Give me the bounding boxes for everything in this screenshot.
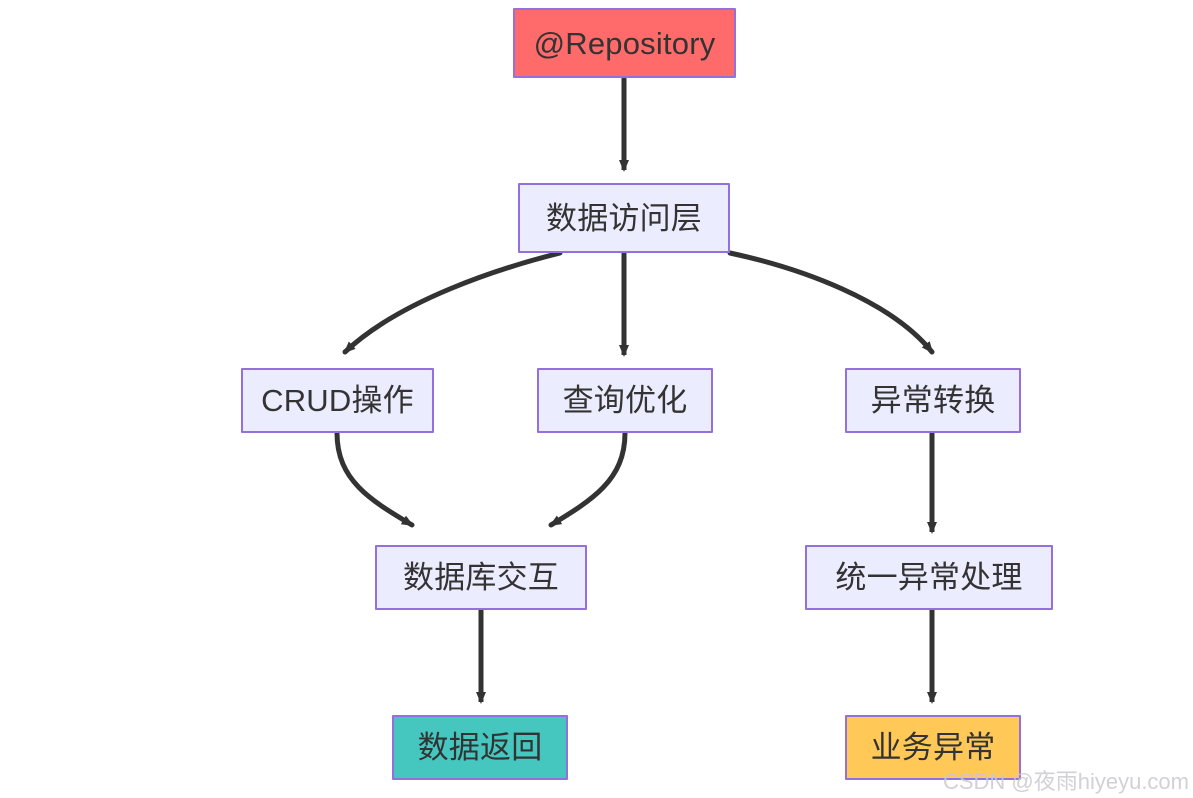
node-unified-exception-handling[interactable]: 统一异常处理: [805, 545, 1053, 610]
node-business-exception[interactable]: 业务异常: [845, 715, 1021, 780]
node-unified-exception-handling-label: 统一异常处理: [835, 560, 1023, 595]
node-business-exception-label: 业务异常: [870, 730, 996, 765]
edge-dal-to-crud: [342, 250, 563, 355]
node-repository-label: @Repository: [533, 25, 716, 61]
node-data-return-label: 数据返回: [417, 730, 543, 765]
node-data-access-layer[interactable]: 数据访问层: [518, 183, 730, 253]
node-data-return[interactable]: 数据返回: [392, 715, 568, 780]
node-database-interaction-label: 数据库交互: [403, 560, 559, 595]
node-crud-operations-label: CRUD操作: [261, 383, 414, 418]
edge-crud-to-db: [334, 430, 415, 528]
node-exception-translation-label: 异常转换: [870, 383, 996, 418]
node-repository[interactable]: @Repository: [513, 8, 736, 78]
node-database-interaction[interactable]: 数据库交互: [375, 545, 587, 610]
node-query-optimization-label: 查询优化: [562, 383, 688, 418]
node-crud-operations[interactable]: CRUD操作: [241, 368, 434, 433]
edge-query-to-db: [548, 430, 628, 528]
csdn-watermark: CSDN @夜雨hiyeyu.com: [942, 769, 1189, 794]
node-data-access-layer-label: 数据访问层: [546, 200, 702, 236]
node-query-optimization[interactable]: 查询优化: [537, 368, 713, 433]
node-exception-translation[interactable]: 异常转换: [845, 368, 1021, 433]
edge-dal-to-exception: [727, 250, 935, 355]
